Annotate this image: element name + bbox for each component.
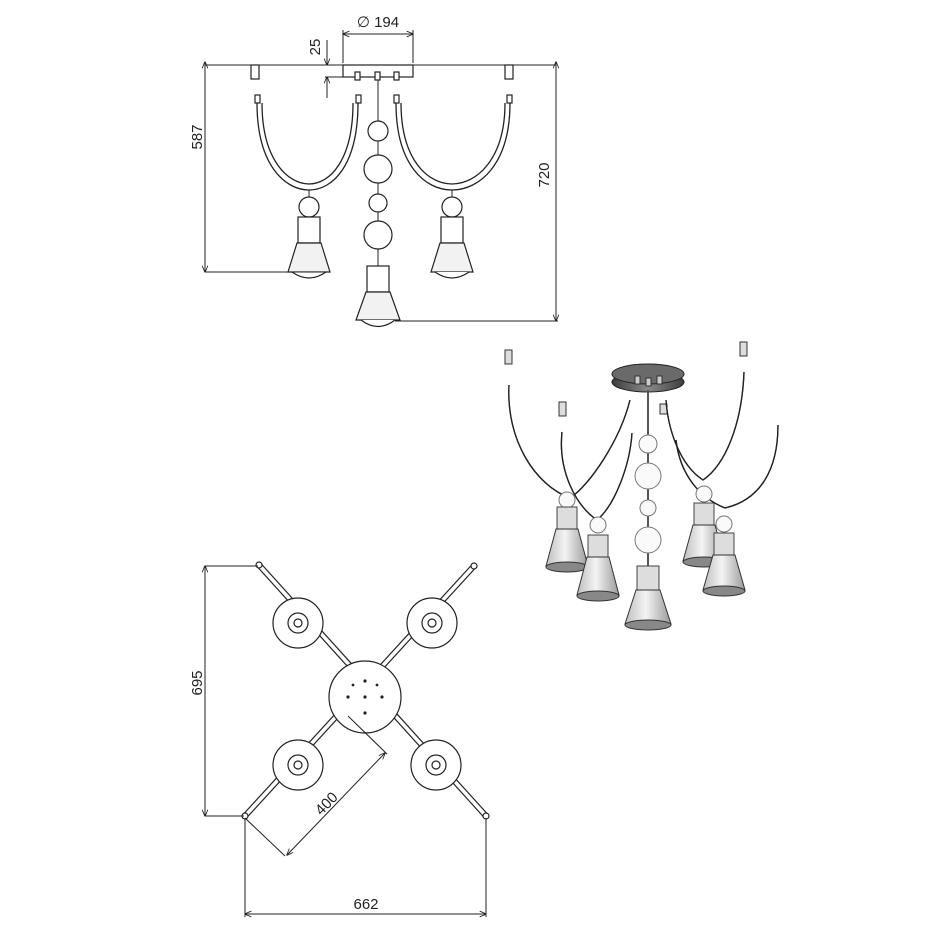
- dim-body-height-label: 587: [189, 124, 206, 149]
- canopy-holes: [346, 679, 384, 715]
- dim-arm-length-label: 400: [312, 789, 342, 819]
- iso-pendant-2: [576, 516, 620, 602]
- pendant-socket-left: [297, 216, 321, 244]
- iso-globe: [634, 526, 662, 554]
- pendant-shade-right: [430, 242, 474, 273]
- globe: [367, 120, 389, 142]
- dim-width-label: 662: [353, 896, 378, 913]
- shade-top-ne: [406, 597, 458, 649]
- top-view: 695 400 662: [189, 561, 490, 917]
- bulb-right: [434, 271, 470, 279]
- side-view: ∅ 194 25 587 720: [189, 14, 558, 328]
- dim-diameter-label: ∅ 194: [357, 14, 399, 31]
- bulb-left: [291, 271, 327, 279]
- shade-top-sw: [272, 739, 324, 791]
- pendant-shade-center: [355, 291, 401, 321]
- iso-mount: [504, 349, 513, 365]
- bulb-center: [360, 319, 396, 328]
- canopy-screw: [374, 71, 381, 81]
- dim-line-arm-length: [287, 753, 385, 855]
- u-arm-left: [256, 102, 359, 191]
- canopy-screw: [393, 71, 400, 81]
- iso-pendant-center: [624, 565, 672, 631]
- pendant-socket-right: [440, 216, 464, 244]
- dim-depth-label: 695: [189, 670, 206, 695]
- iso-globe: [634, 462, 662, 490]
- iso-mount: [739, 341, 748, 357]
- arm-end: [355, 94, 362, 104]
- iso-globe: [639, 499, 657, 517]
- arm-tip: [470, 562, 478, 570]
- dim-total-height-label: 720: [536, 162, 553, 187]
- pendant-shade-left: [287, 242, 331, 273]
- pendant-socket-center: [366, 265, 390, 293]
- iso-mount: [558, 401, 567, 417]
- iso-globe: [638, 434, 658, 454]
- pendant-ball-right: [441, 196, 463, 218]
- globe: [368, 193, 388, 213]
- globe: [363, 220, 393, 250]
- arm-tip: [255, 561, 263, 569]
- arm-end: [393, 94, 400, 104]
- arm-end: [506, 94, 513, 104]
- iso-pendant-4: [702, 515, 746, 597]
- shade-top-nw: [272, 597, 324, 649]
- ceiling-mount-right: [504, 64, 514, 80]
- iso-render: [504, 341, 779, 631]
- dim-canopy-height-label: 25: [307, 39, 324, 56]
- canopy-screw: [354, 71, 361, 81]
- u-arm-right: [395, 102, 511, 191]
- shade-top-se: [410, 739, 462, 791]
- pendant-ball-left: [298, 196, 320, 218]
- ceiling-mount-left: [250, 64, 260, 80]
- iso-pendant-1: [545, 491, 589, 573]
- arm-end: [254, 94, 261, 104]
- globe: [363, 154, 393, 184]
